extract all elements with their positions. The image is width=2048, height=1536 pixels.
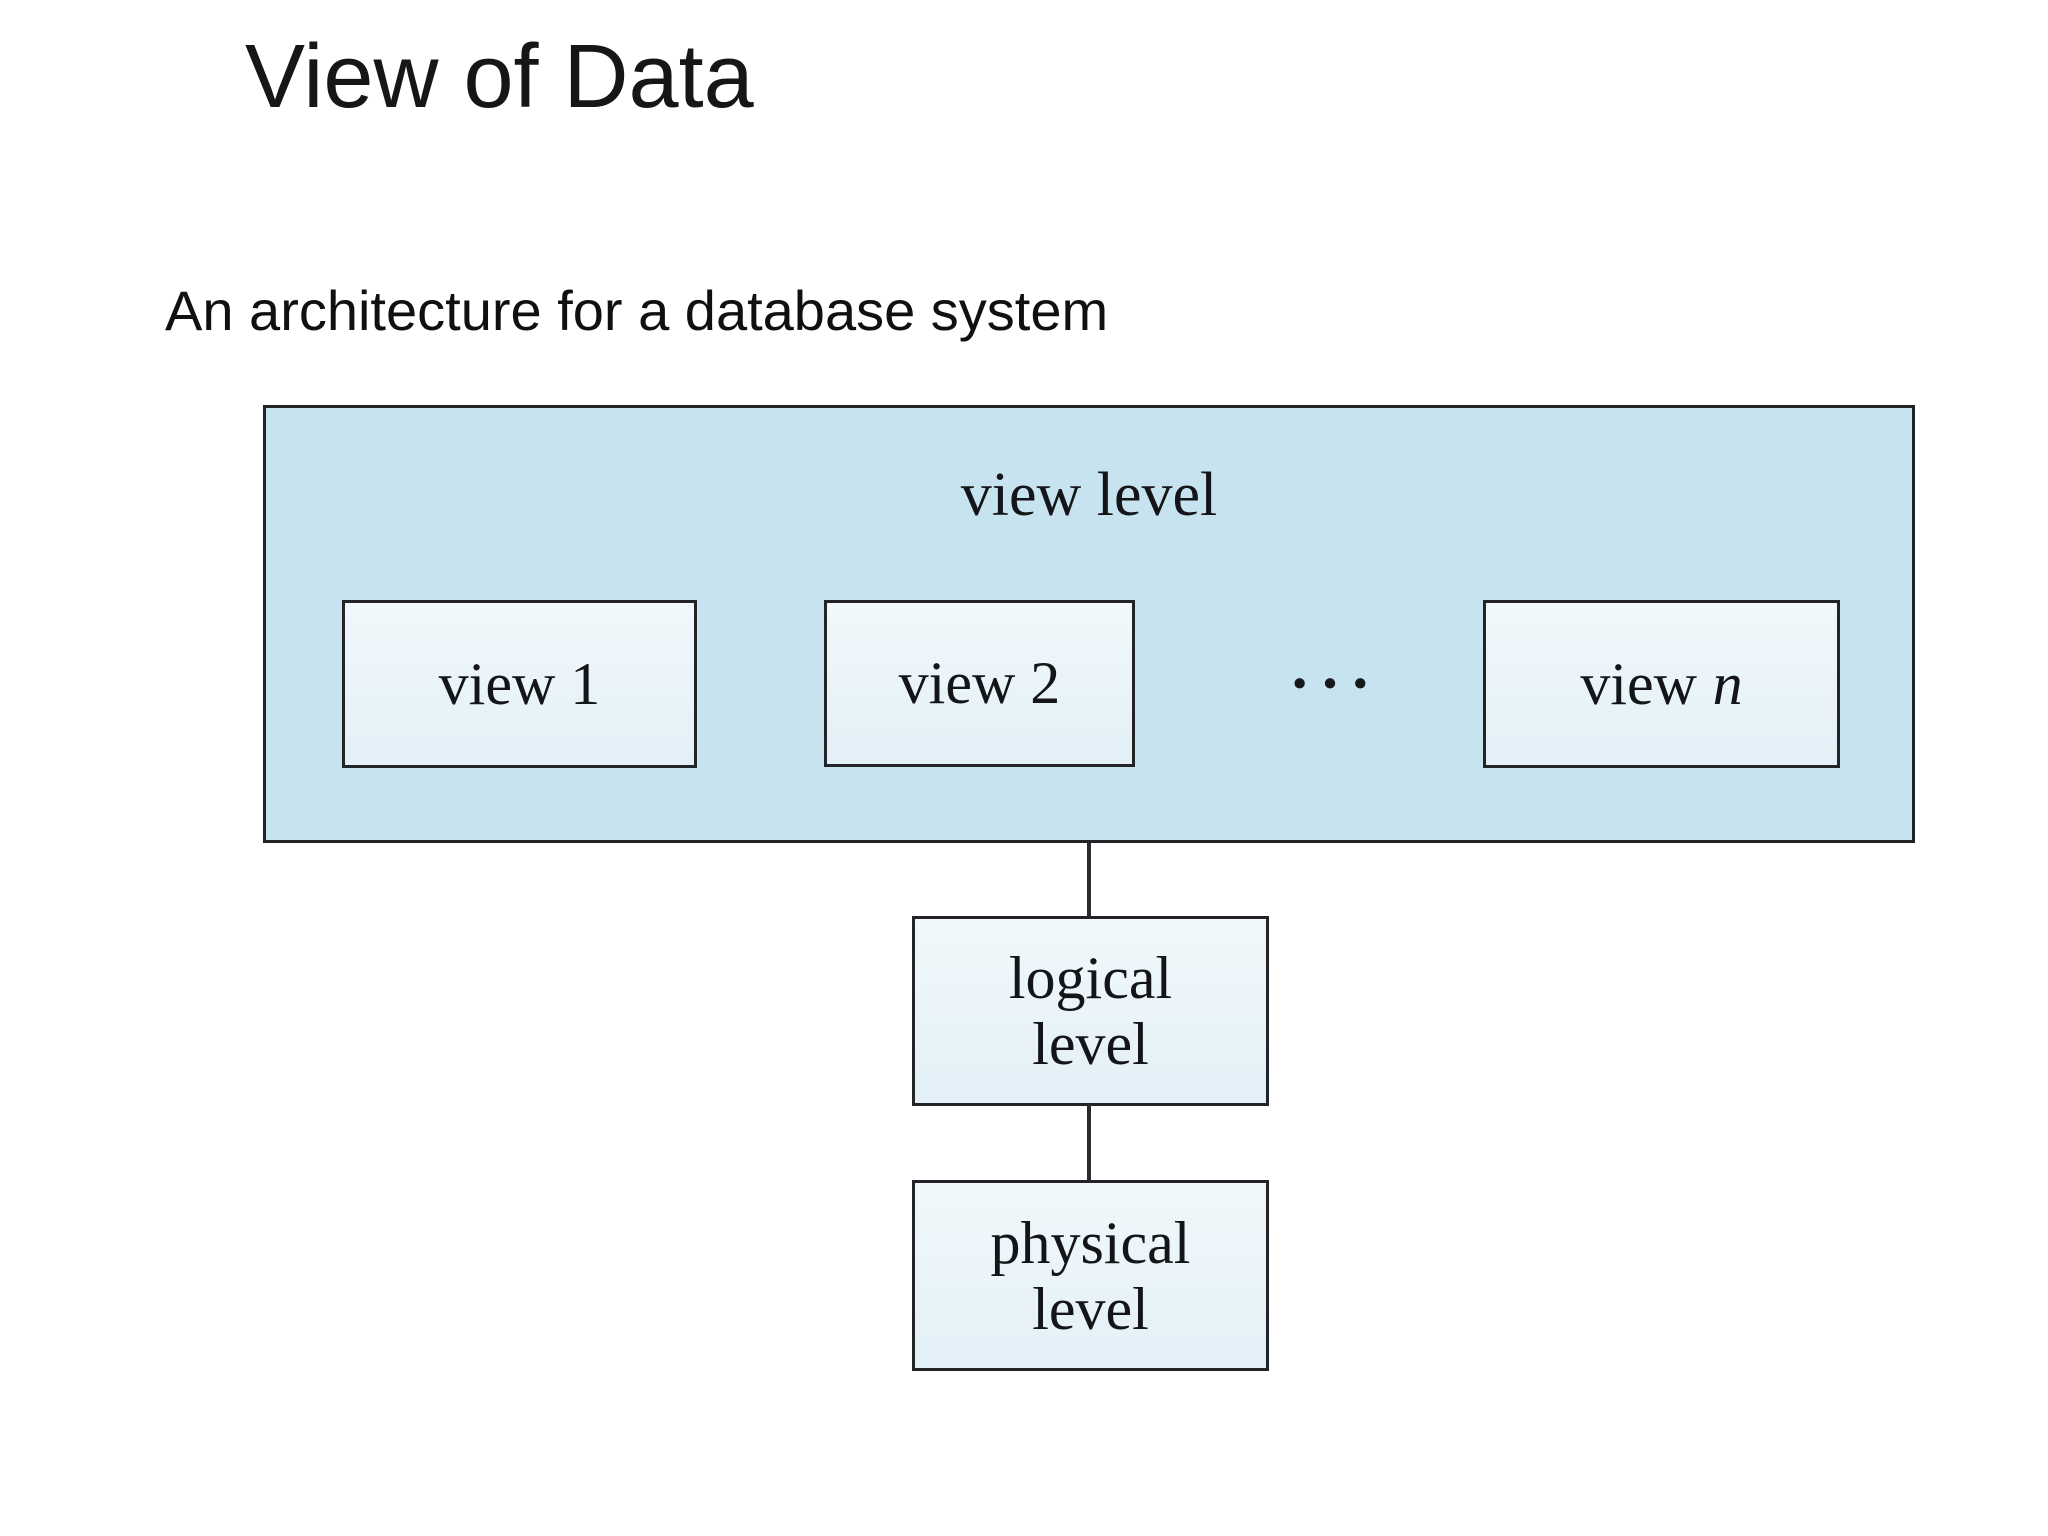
connector-logical-to-physical (1087, 1104, 1091, 1182)
physical-level-label-line2: level (1032, 1275, 1149, 1342)
view-1-box: view 1 (342, 600, 697, 768)
view-2-box: view 2 (824, 600, 1135, 767)
page-title: View of Data (245, 27, 754, 127)
logical-level-label-line2: level (1032, 1011, 1149, 1077)
view-2-label: view 2 (898, 650, 1061, 716)
physical-level-label-line1: physical (990, 1209, 1191, 1276)
physical-level-box: physical level (912, 1180, 1269, 1371)
view-level-label: view level (960, 461, 1218, 529)
view-n-label-variable: n (1712, 650, 1743, 717)
view-n-box: view n (1483, 600, 1840, 768)
views-ellipsis: ••• (1293, 663, 1384, 705)
slide-subtitle: An architecture for a database system (165, 279, 1109, 342)
logical-level-label-line1: logical (1008, 945, 1173, 1011)
view-n-label-prefix: view (1580, 650, 1698, 717)
view-1-label: view 1 (438, 650, 601, 717)
connector-view-to-logical (1087, 843, 1091, 919)
logical-level-box: logical level (912, 916, 1269, 1106)
